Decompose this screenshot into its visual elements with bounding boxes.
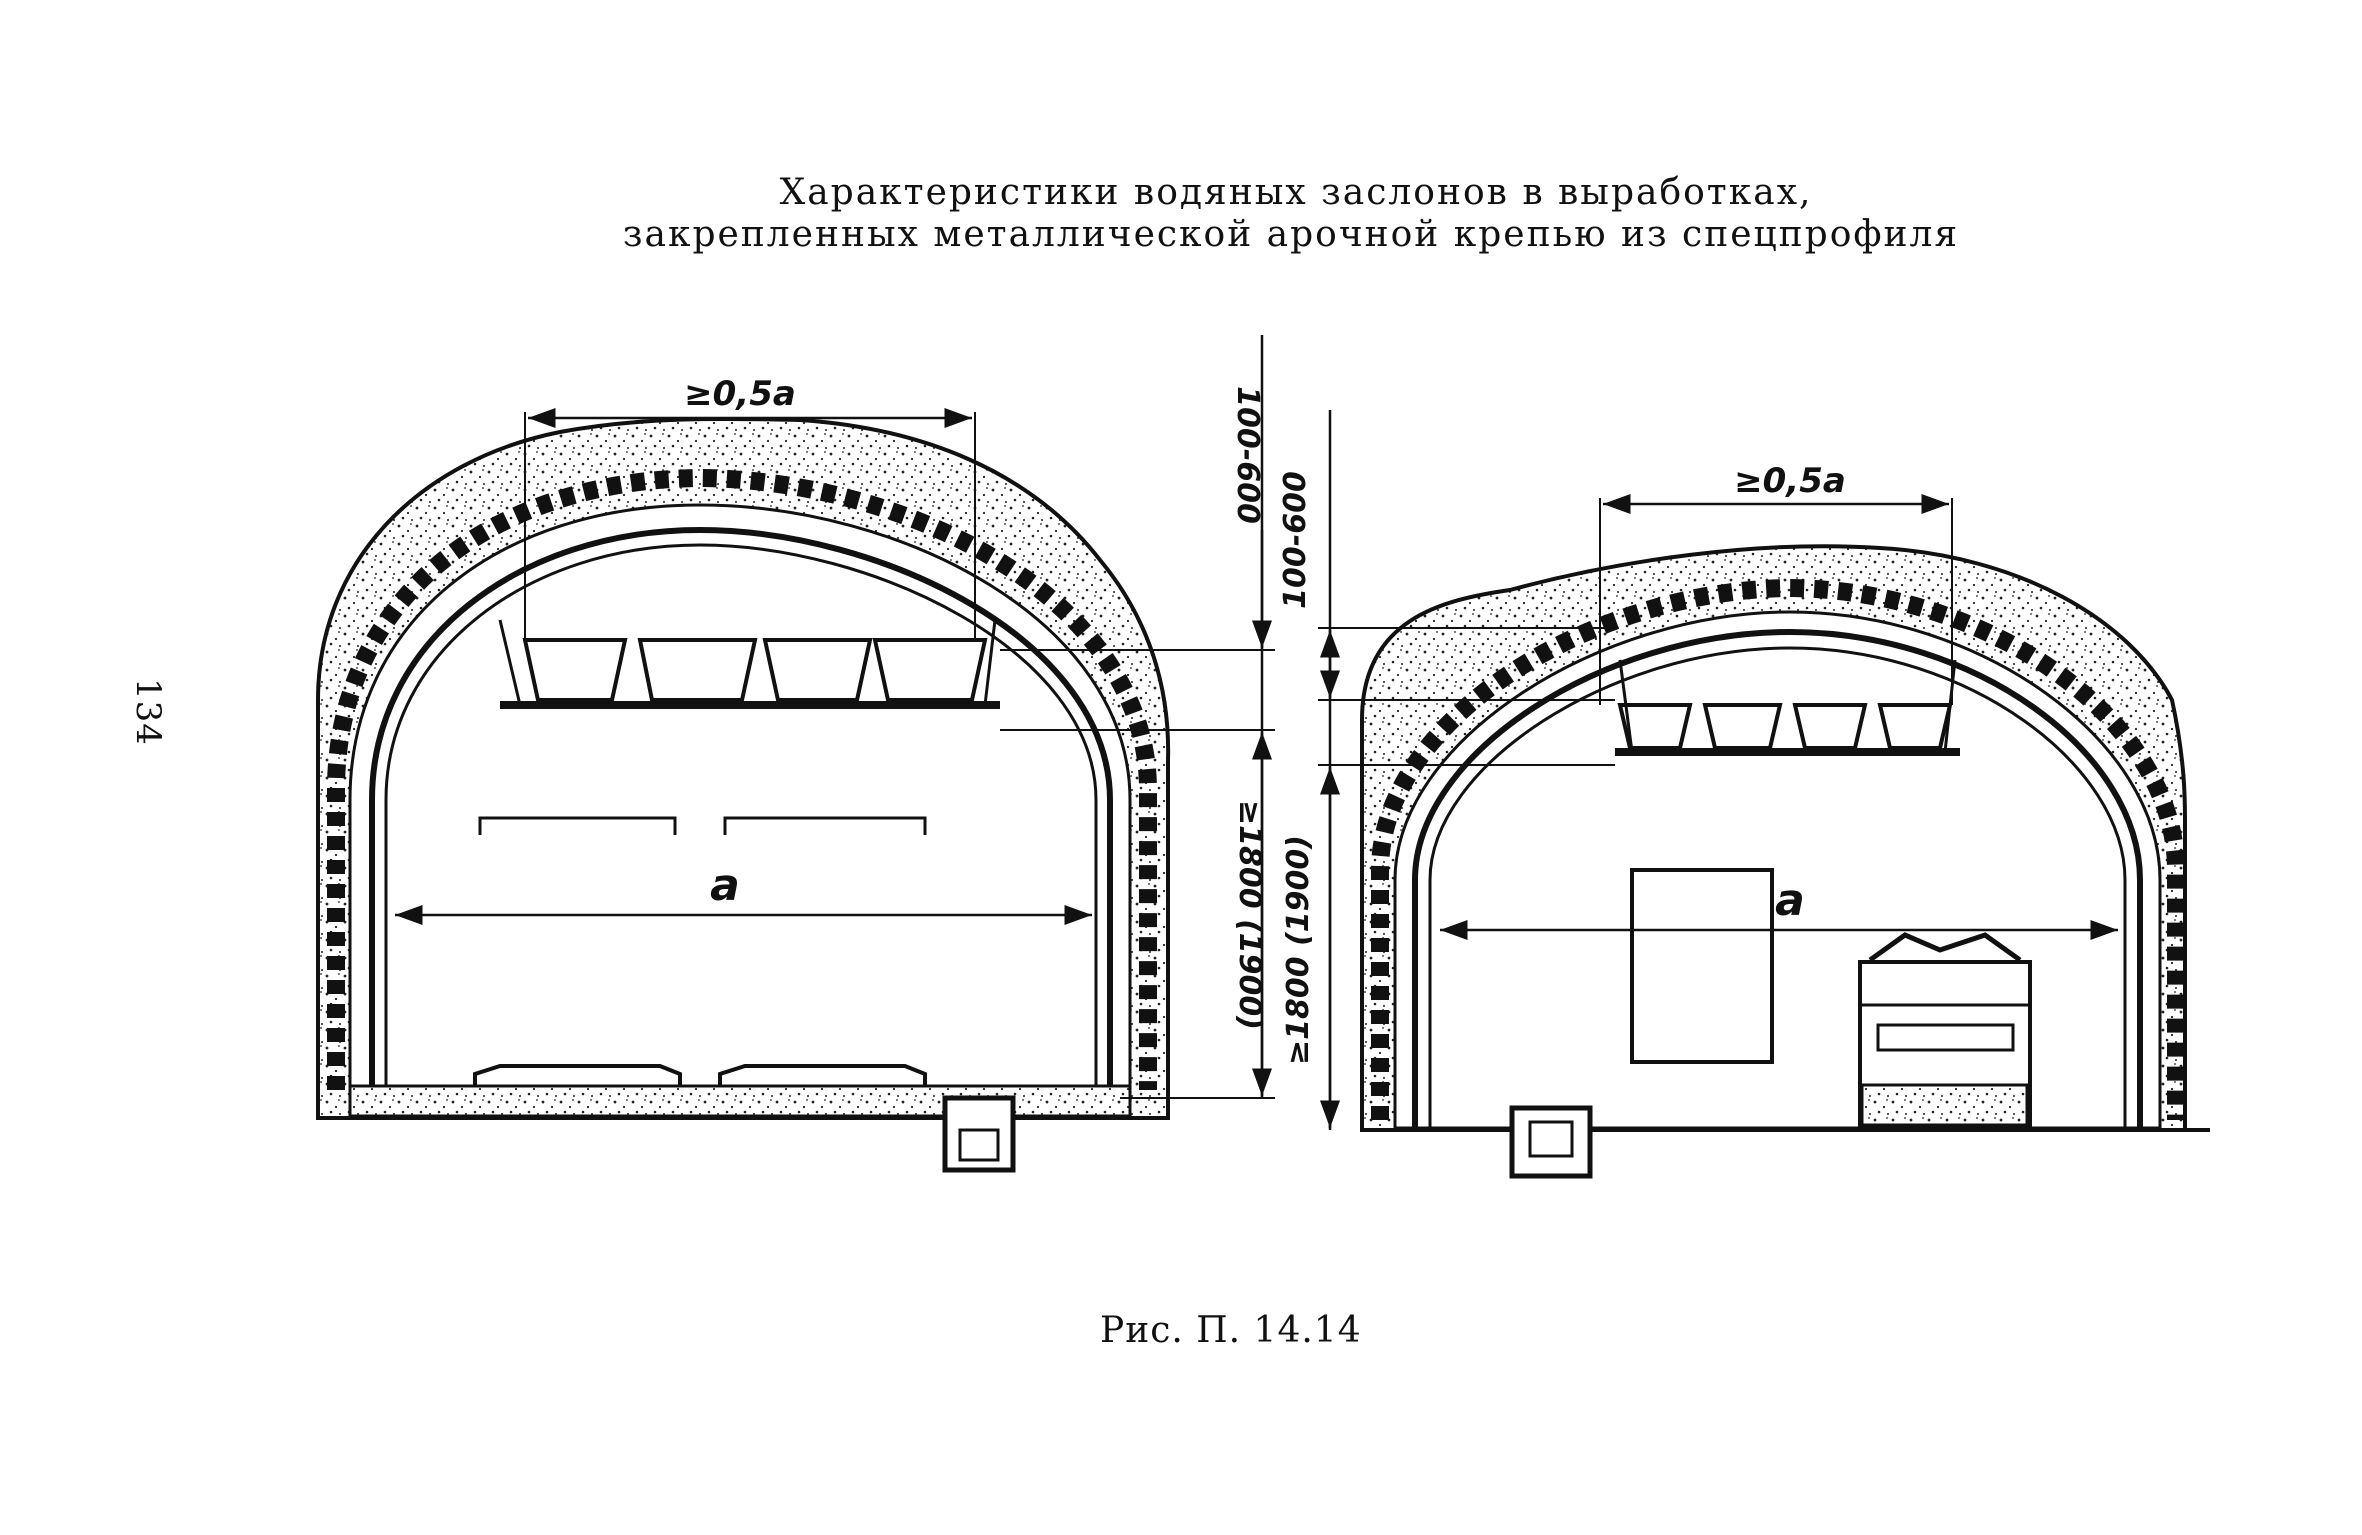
left-rail-2: [718, 1064, 927, 1086]
right-width-label: а: [1775, 875, 1805, 926]
left-width-label: а: [710, 860, 740, 911]
left-tunnel-section: ≥0,5а а 100-600 ≥1800 (1900): [316, 335, 1275, 1173]
right-lagging: [1371, 578, 2185, 1120]
left-height-below-label: ≥1800 (1900): [1232, 800, 1267, 1030]
right-tunnel-section: ≥0,5а а 100-600 ≥1800 (1900): [1278, 410, 2210, 1179]
left-water-tubs: [498, 619, 1000, 709]
right-drain: [1509, 1105, 1593, 1179]
right-top-width-label: ≥0,5а: [1734, 461, 1846, 501]
right-arch-profile: [1412, 628, 2143, 1128]
caption-line-1: Характеристики водяных заслонов в вырабо…: [779, 172, 1813, 213]
figure-label: Рис. П. 14.14: [1100, 1310, 1362, 1351]
right-water-tubs: [1615, 659, 1960, 756]
left-top-width-label: ≥0,5а: [684, 374, 796, 414]
right-height-above-label: 100-600: [1278, 471, 1313, 609]
left-lagging: [327, 468, 1157, 1090]
right-conveyor: [1858, 932, 2032, 1129]
caption-line-2: закрепленных металлической арочной крепь…: [622, 214, 1960, 255]
figure-caption: Характеристики водяных заслонов в вырабо…: [0, 172, 2362, 256]
right-height-below-label: ≥1800 (1900): [1281, 835, 1316, 1065]
right-cabinet: [1630, 868, 1774, 1064]
left-drain: [942, 1095, 1016, 1173]
left-height-above-label: 100-600: [1230, 386, 1265, 524]
left-rail-1: [473, 1064, 682, 1086]
left-arch-profile: [369, 526, 1113, 1100]
